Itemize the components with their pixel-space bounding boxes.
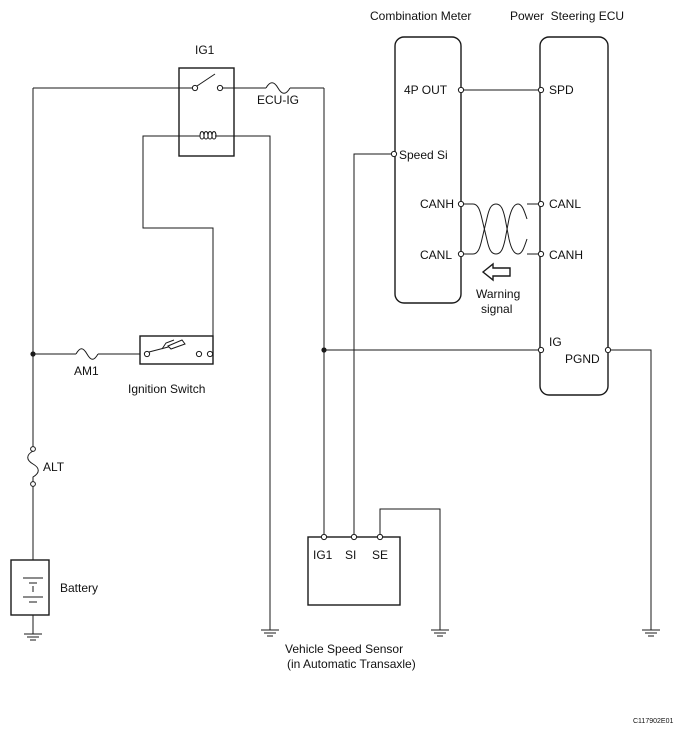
ecu-terminal-pgnd: PGND [565,352,600,366]
ecu-ig-fuse-icon [265,82,291,94]
ignition-switch-contact [143,339,214,358]
am1-fuse-label: AM1 [74,364,99,378]
alt-fuse-label: ALT [43,460,65,474]
ig1-relay-contact [191,73,224,92]
ground-icon [642,629,660,637]
sensor-terminal-ig1: IG1 [313,548,333,562]
alt-fuse-icon [27,446,39,487]
ecu-terminal-canl: CANL [549,197,581,211]
combination-meter-box [394,36,462,304]
junction-dot [30,351,36,357]
battery-label: Battery [60,581,98,595]
ground-icon [24,633,42,641]
terminal-pins [320,86,612,541]
ecu-terminal-spd: SPD [549,83,574,97]
power-steering-ecu-box [539,36,609,396]
am1-fuse-icon [75,348,99,360]
ground-icon [431,629,449,637]
warning-arrow-icon [481,262,511,282]
vss-label-line2: (in Automatic Transaxle) [287,657,416,671]
ecu-ig-fuse-label: ECU-IG [257,93,299,107]
sensor-terminal-si: SI [345,548,356,562]
battery-box [10,559,50,616]
sensor-terminal-se: SE [372,548,388,562]
can-twisted-pair [472,203,528,255]
ecu-terminal-canh: CANH [549,248,583,262]
ig1-relay-label: IG1 [195,43,215,57]
meter-terminal-4p-out: 4P OUT [404,83,448,97]
battery-icon [23,577,43,603]
ignition-switch-label: Ignition Switch [128,382,205,396]
ground-icon [261,629,279,637]
meter-terminal-speed-si: Speed Si [399,148,448,162]
ig1-relay-coil [199,131,217,140]
power-steering-ecu-label: Power Steering ECU [510,9,624,23]
vss-label-line1: Vehicle Speed Sensor [285,642,403,656]
figure-code: C117902E01 [633,718,673,725]
warning-signal-line1: Warning [476,287,520,301]
meter-terminal-canh: CANH [420,197,454,211]
ig1-relay-box [178,67,235,157]
combination-meter-label: Combination Meter [370,9,471,23]
junction-dot [321,347,327,353]
vehicle-speed-sensor-box [307,536,401,606]
ignition-switch-box [139,335,214,365]
warning-signal-line2: signal [481,302,512,316]
ecu-terminal-ig: IG [549,335,562,349]
meter-terminal-canl: CANL [420,248,452,262]
can-twisted-pair-2 [472,203,528,255]
